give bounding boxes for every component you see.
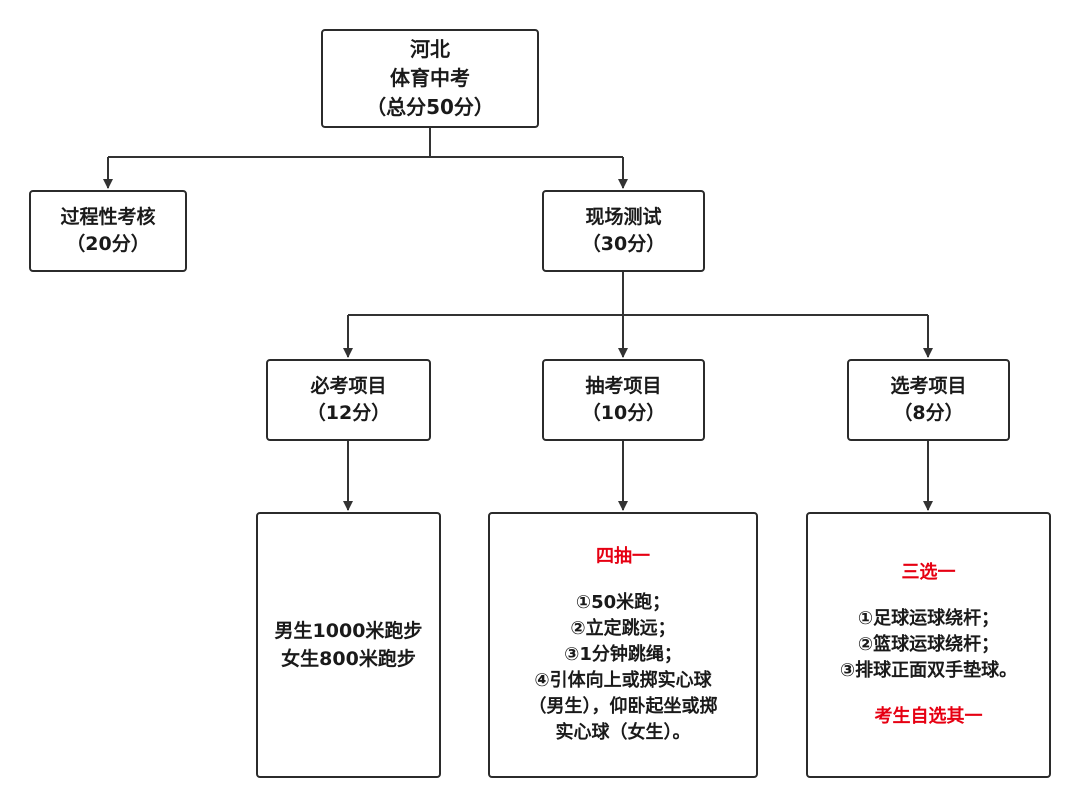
required-items-title: 必考项目 [310,375,387,397]
lottery-items-score: （10分） [581,402,666,424]
required-details-box: 男生1000米跑步 女生800米跑步 [256,512,441,778]
process-assessment-title: 过程性考核 [60,206,156,228]
elective-footer: 考生自选其一 [874,706,983,727]
elective-details-box: 三选一 ①足球运球绕杆； ②篮球运球绕杆； ③排球正面双手垫球。 考生自选其一 [806,512,1051,778]
required-items-node: 必考项目 （12分） [266,359,431,441]
onsite-test-title: 现场测试 [585,206,662,228]
root-title-exam: 体育中考 [390,66,470,90]
lottery-items-node: 抽考项目 （10分） [542,359,705,441]
elective-items-title: 选考项目 [890,375,967,397]
onsite-test-score: （30分） [581,233,666,255]
root-node: 河北 体育中考 （总分50分） [321,29,539,128]
lottery-heading: 四抽一 [596,546,650,567]
elective-heading: 三选一 [901,562,956,583]
process-assessment-node: 过程性考核 （20分） [29,190,187,272]
elective-items-node: 选考项目 （8分） [847,359,1010,441]
lottery-item-4-end: 实心球（女生）。 [555,722,691,743]
lottery-items-title: 抽考项目 [585,375,662,397]
lottery-item-1: ①50米跑； [575,592,671,613]
lottery-item-3: ③1分钟跳绳； [564,644,682,665]
root-title-province: 河北 [410,37,450,61]
lottery-details-box: 四抽一 ①50米跑； ②立定跳远； ③1分钟跳绳； ④引体向上或掷实心球 （男生… [488,512,758,778]
required-detail-female: 女生800米跑步 [281,648,416,670]
process-assessment-score: （20分） [66,233,150,255]
lottery-item-2: ②立定跳远； [570,618,676,639]
root-total-score: （总分50分） [366,95,494,119]
elective-items-score: （8分） [893,402,964,424]
required-detail-male: 男生1000米跑步 [274,620,423,642]
lottery-item-4: ④引体向上或掷实心球 [534,670,712,691]
elective-item-2: ②篮球运球绕杆； [857,634,1000,655]
required-items-score: （12分） [306,402,391,424]
lottery-item-4-cont: （男生），仰卧起坐或掷 [528,696,718,717]
onsite-test-node: 现场测试 （30分） [542,190,705,272]
elective-item-3: ③排球正面双手垫球。 [839,660,1018,681]
elective-item-1: ①足球运球绕杆； [857,608,1000,629]
